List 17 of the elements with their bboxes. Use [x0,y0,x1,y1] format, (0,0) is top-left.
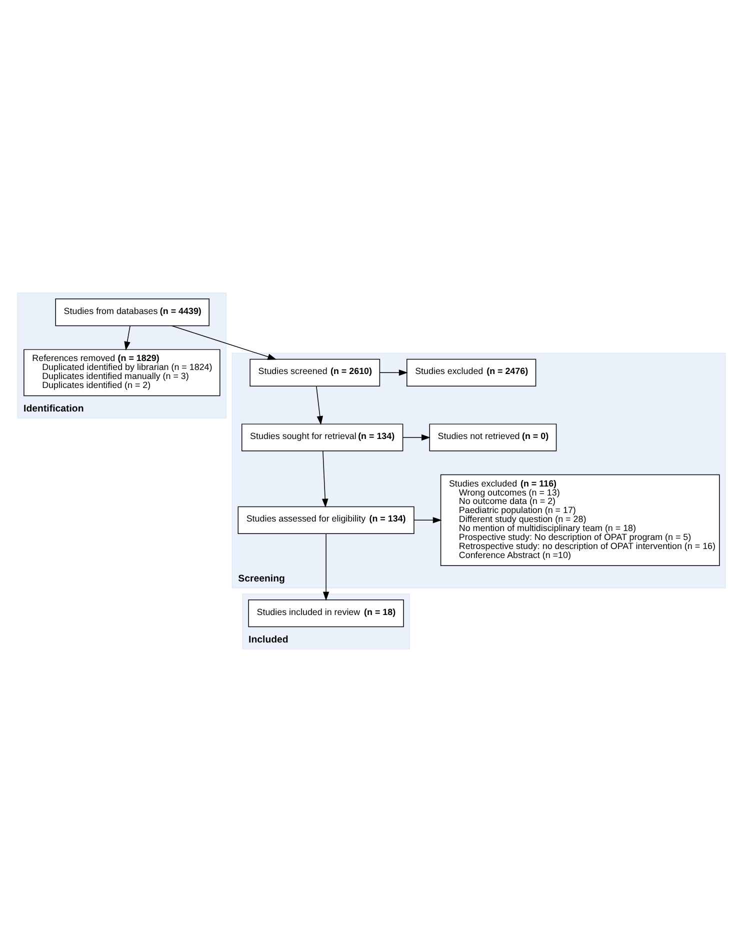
arrow [124,325,130,351]
arrow [316,386,324,426]
arrow [414,517,442,524]
node-box: Studies from databases (n = 4439) [55,298,210,326]
node-box: Studies assessed for eligibility (n = 134) [238,506,414,534]
arrow [171,325,277,360]
node-box: Studies excluded (n = 2476) [406,358,536,386]
arrow [322,533,330,601]
node-box: Studies excluded (n = 116) Wrong outcomes (n = 13) No outcome data (n = 2) Paediatric population (n = 17) Different study question (n = 28) No mention of multidisciplinary team (n = 18) Prospective study: No description of OPAT program (n = 5) Retrospective study: no description of OPAT intervention (n = 16) Conference Abstract (n =10) [440,474,720,566]
arrow [380,370,408,376]
node-box: Studies included in review (n = 18) [248,600,404,628]
arrow [402,434,430,441]
node-box: Studies screened (n = 2610) [250,358,380,386]
node-box: Studies sought for retrieval (n = 134) [242,424,404,452]
node-box: References removed (n = 1829) Duplicated identified by librarian (n = 1824) Duplicates identified manually (n = 3) Duplicates identified (n = 2) [24,349,220,396]
node-box: Studies not retrieved (n = 0) [429,424,557,452]
arrow [322,450,328,508]
